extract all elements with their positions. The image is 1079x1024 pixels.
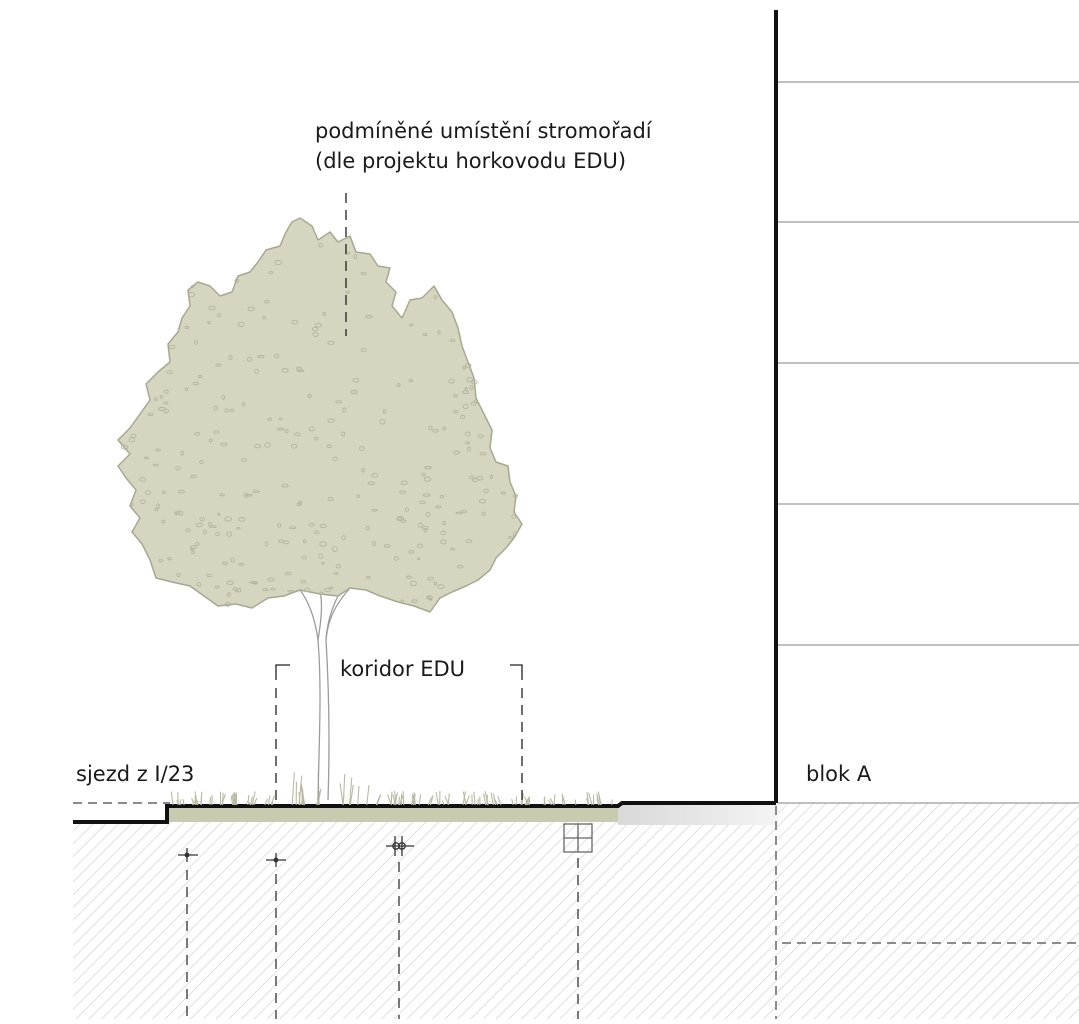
grass-blade xyxy=(587,792,589,805)
block-label: blok A xyxy=(806,761,871,787)
corridor-bracket-right xyxy=(510,665,522,800)
building-floor-lines xyxy=(778,82,1079,803)
trunk-fork xyxy=(318,590,338,640)
grass-blade xyxy=(484,793,486,805)
corridor-bracket-right-corner xyxy=(510,665,522,680)
grass-blade xyxy=(377,794,381,805)
ground-hatch-mask xyxy=(618,803,778,825)
grass-blade xyxy=(412,794,413,805)
exit-road-label: sjezd z I/23 xyxy=(76,761,194,787)
corridor-bracket-left xyxy=(276,665,290,800)
corridor-label: koridor EDU xyxy=(340,656,465,682)
grass-blade xyxy=(223,793,224,805)
grass-blade xyxy=(403,791,404,805)
grass-blade xyxy=(445,796,448,805)
grass-blade xyxy=(478,799,479,805)
grass-blade xyxy=(367,785,369,805)
grass-blade xyxy=(343,774,345,805)
grass-blade xyxy=(575,800,576,805)
ground-hatch-right xyxy=(778,803,1079,1019)
grass-blade xyxy=(292,772,294,805)
grass-blade xyxy=(388,795,392,805)
green-strip xyxy=(167,806,618,822)
note-label-line1: podmíněné umístění stromořadí xyxy=(315,118,652,144)
grass-blade xyxy=(516,797,517,806)
grass-blade xyxy=(340,783,343,805)
note-label-line2: (dle projektu horkovodu EDU) xyxy=(315,148,626,174)
grass-blade xyxy=(171,792,173,805)
grass-blade xyxy=(254,798,257,805)
grass-blade xyxy=(419,794,420,805)
grass-blade xyxy=(589,793,592,805)
tree-trunk xyxy=(300,588,350,800)
grass-blade xyxy=(474,792,475,805)
tree-canopy xyxy=(118,218,522,612)
grass-blade xyxy=(436,792,438,805)
grass-blade xyxy=(358,786,359,805)
corridor-bracket-left-corner xyxy=(276,665,290,680)
grass-tufts xyxy=(171,772,612,805)
grass-blade xyxy=(210,797,211,805)
grass-blade xyxy=(269,796,270,806)
grass-blade xyxy=(491,793,493,805)
ground-hatch-left xyxy=(73,822,778,1019)
grass-blade xyxy=(498,796,501,805)
grass-blade xyxy=(554,794,555,805)
trunk-left-edge xyxy=(300,590,320,800)
